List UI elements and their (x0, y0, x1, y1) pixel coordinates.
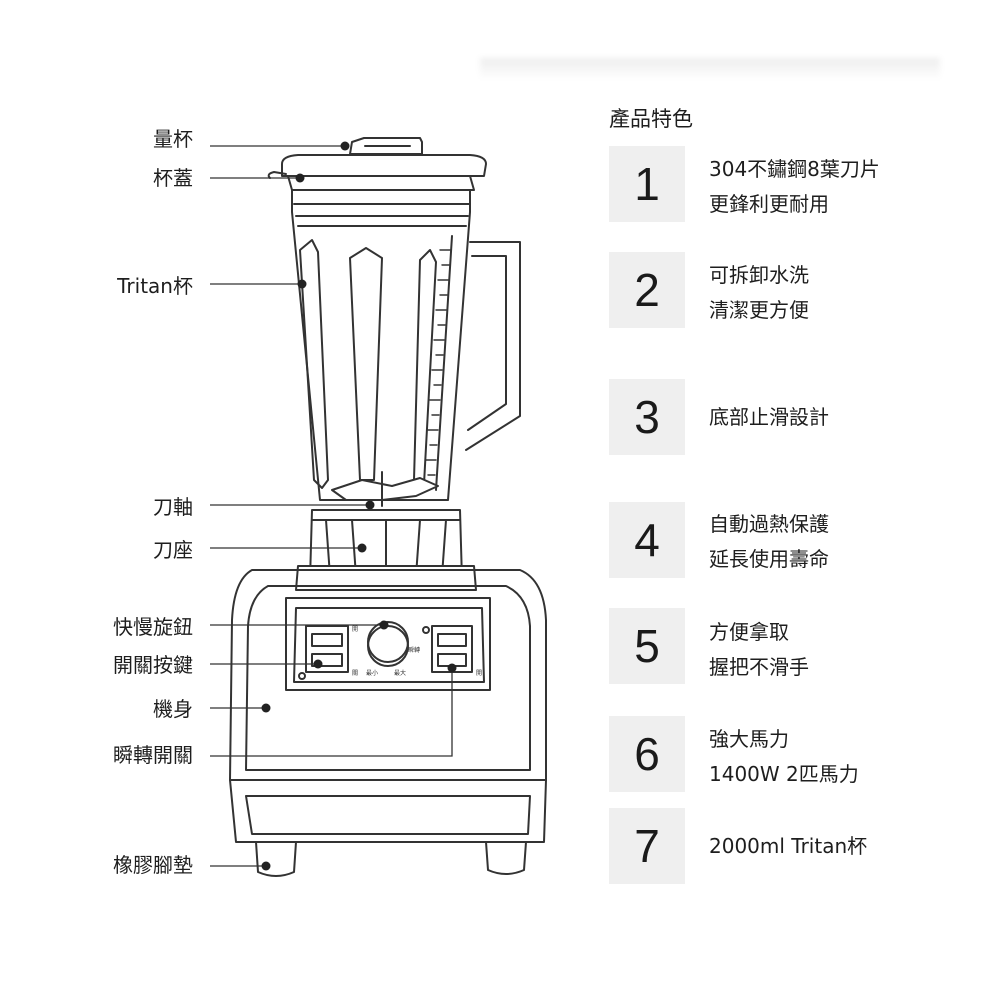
label-blade-shaft: 刀軸 (153, 495, 193, 519)
leader-dots (261, 141, 457, 871)
feature-text-3: 底部止滑設計 (709, 400, 829, 435)
label-blade-base: 刀座 (153, 538, 193, 562)
feature-6-line-1: 強大馬力 (709, 727, 789, 751)
feature-1-line-1: 304不鏽鋼8葉刀片 (709, 157, 880, 181)
feature-text-7: 2000ml Tritan杯 (709, 829, 867, 864)
lid-illustration (267, 154, 487, 191)
feature-text-1: 304不鏽鋼8葉刀片 更鋒利更耐用 (709, 152, 880, 222)
panel-mark-min-speed: 最小 (366, 669, 378, 677)
panel-mark-on-right: 開 (476, 670, 482, 677)
jar-illustration (291, 189, 521, 507)
label-power-switch: 開關按鍵 (113, 653, 193, 677)
feature-6-line-2: 1400W 2匹馬力 (709, 762, 859, 786)
label-lid: 杯蓋 (153, 166, 193, 190)
feature-number-7: 7 (609, 808, 685, 884)
label-pulse-switch: 瞬轉開關 (113, 743, 193, 767)
feature-text-2: 可拆卸水洗 清潔更方便 (709, 258, 809, 328)
feature-2-line-2: 清潔更方便 (709, 298, 809, 322)
leader-lines (210, 145, 453, 867)
feature-5-line-2: 握把不滑手 (709, 655, 809, 679)
blade-base-illustration (295, 509, 477, 591)
feature-4-line-1: 自動過熱保護 (709, 512, 829, 536)
measuring-cup-illustration (349, 137, 423, 155)
label-tritan-jar: Tritan杯 (117, 274, 193, 298)
feature-3-line-1: 底部止滑設計 (709, 405, 829, 429)
panel-mark-max-speed: 最大 (394, 669, 406, 677)
feature-number-5: 5 (609, 608, 685, 684)
features-title: 產品特色 (609, 107, 693, 131)
feature-4-line-2: 延長使用壽命 (709, 547, 829, 571)
panel-mark-off-left: 關 (352, 670, 358, 677)
label-rubber-feet: 橡膠腳墊 (113, 853, 193, 877)
label-body: 機身 (153, 697, 193, 721)
feature-text-5: 方便拿取 握把不滑手 (709, 615, 809, 685)
feature-1-line-2: 更鋒利更耐用 (709, 192, 829, 216)
feature-text-6: 強大馬力 1400W 2匹馬力 (709, 722, 859, 792)
label-measuring-cup: 量杯 (153, 127, 193, 151)
label-speed-knob: 快慢旋鈕 (113, 615, 193, 639)
top-shadow (480, 58, 940, 80)
feature-number-3: 3 (609, 379, 685, 455)
feature-number-4: 4 (609, 502, 685, 578)
feature-2-line-1: 可拆卸水洗 (709, 263, 809, 287)
feature-text-4: 自動過熱保護 延長使用壽命 (709, 507, 829, 577)
panel-mark-pulse: 瞬轉 (408, 646, 420, 654)
feature-number-6: 6 (609, 716, 685, 792)
feature-7-line-1: 2000ml Tritan杯 (709, 834, 868, 858)
body-illustration (229, 569, 547, 877)
feature-number-2: 2 (609, 252, 685, 328)
feature-number-1: 1 (609, 146, 685, 222)
panel-mark-on-left: 開 (352, 626, 358, 633)
feature-5-line-1: 方便拿取 (709, 620, 789, 644)
